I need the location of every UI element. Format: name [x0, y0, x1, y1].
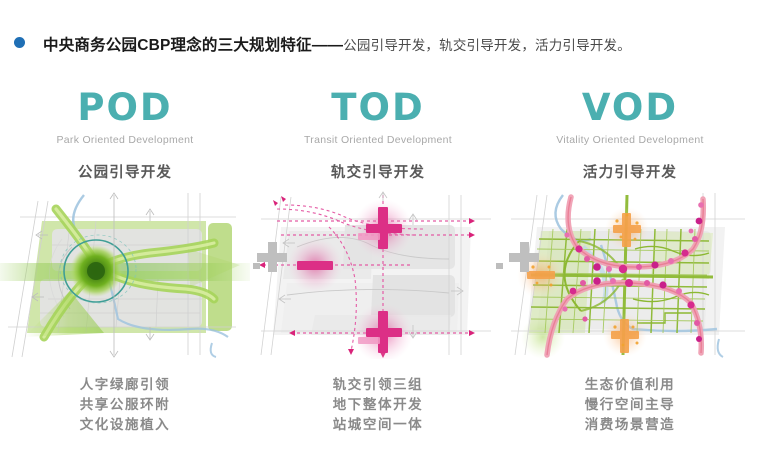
pod-park-corridor-map — [0, 187, 250, 359]
vod-vitality-network-map — [505, 187, 755, 359]
english-subtitle-vod: Vitality Oriented Development — [556, 134, 704, 146]
headline-strong-text: 中央商务公园CBP理念的三大规划特征—— — [43, 37, 344, 54]
bullet-icon — [14, 37, 25, 48]
headline-rest-text: 公园引导开发，轨交引导开发，活力引导开发。 — [343, 38, 631, 53]
plus-separator-2 — [509, 242, 539, 272]
acronym-tod: TOD — [331, 86, 425, 129]
english-subtitle-tod: Transit Oriented Development — [303, 134, 453, 146]
caption-line: 轨交引领三组 — [332, 377, 424, 392]
caption-line: 站城空间一体 — [332, 417, 424, 432]
caption-line: 慢行空间主导 — [584, 397, 676, 412]
acronym-vod: VOD — [581, 86, 679, 129]
chinese-subtitle-vod: 活力引导开发 — [582, 165, 678, 181]
tod-transit-node-map — [253, 187, 503, 359]
caption-line: 消费场景营造 — [584, 417, 676, 432]
caption-line: 文化设施植入 — [79, 417, 171, 432]
acronym-pod: POD — [77, 86, 173, 129]
caption-line: 共享公服环附 — [79, 397, 171, 412]
caption-pod: 人字绿廊引领 共享公服环附 文化设施植入 — [0, 375, 250, 435]
chinese-subtitle-tod: 轨交引导开发 — [330, 165, 426, 181]
column-vod: VOD Vitality Oriented Development 活力引导开发 — [505, 88, 755, 448]
caption-vod: 生态价值利用 慢行空间主导 消费场景营造 — [505, 375, 755, 435]
plus-separator-1 — [257, 242, 287, 272]
english-subtitle-pod: Park Oriented Development — [56, 134, 194, 146]
caption-line: 生态价值利用 — [584, 377, 676, 392]
column-pod: POD Park Oriented Development 公园引导开发 — [0, 88, 250, 448]
column-tod: TOD Transit Oriented Development 轨交引导开发 — [253, 88, 503, 448]
chinese-subtitle-pod: 公园引导开发 — [77, 165, 173, 181]
caption-line: 地下整体开发 — [332, 397, 424, 412]
caption-line: 人字绿廊引领 — [79, 377, 171, 392]
headline: 中央商务公园CBP理念的三大规划特征—— 公园引导开发，轨交引导开发，活力引导开… — [14, 33, 631, 55]
caption-tod: 轨交引领三组 地下整体开发 站城空间一体 — [253, 375, 503, 435]
